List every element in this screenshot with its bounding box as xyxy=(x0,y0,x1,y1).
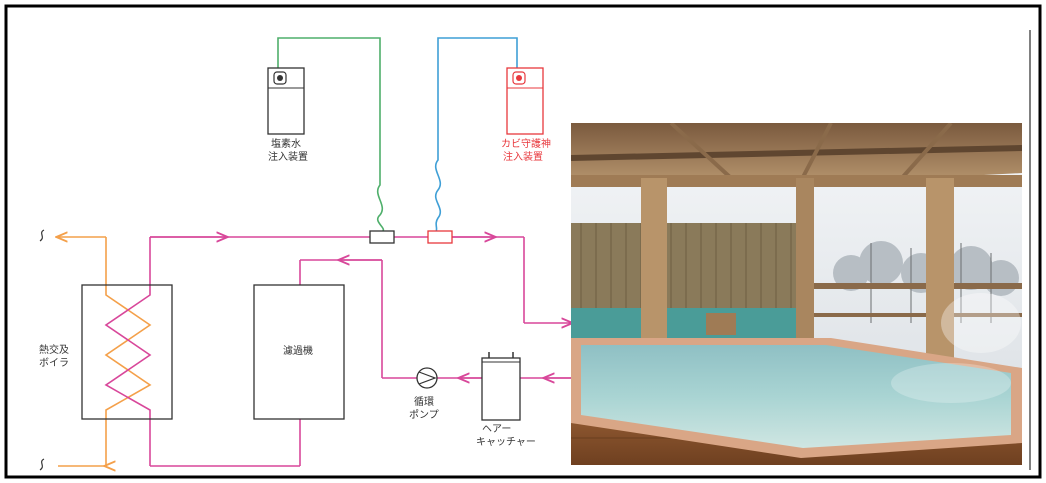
onsen-bath-photo xyxy=(571,123,1022,465)
hair-catcher-label-line1: ヘアー xyxy=(482,424,511,435)
mold-guard-injector-icon xyxy=(506,67,544,135)
chlorine-injection-point xyxy=(369,230,395,244)
chlorine-supply-line xyxy=(277,37,385,233)
break-mark-bottom xyxy=(39,458,45,471)
page-border xyxy=(4,4,1042,479)
hair-catcher-icon xyxy=(481,352,521,421)
mold-guard-label-line1: カビ守護神 xyxy=(501,137,551,150)
chlorine-label-line1: 塩素水 xyxy=(271,137,301,150)
mold-guard-label-line2: 注入装置 xyxy=(503,150,543,163)
filter-label: 濾過機 xyxy=(283,344,313,357)
filter-box xyxy=(253,284,345,420)
pump-icon xyxy=(416,367,438,389)
circulation-lines xyxy=(104,237,571,467)
chlorine-injector-icon xyxy=(267,67,305,135)
pump-label-line1: 循環 xyxy=(414,395,434,408)
heat-exchanger-label-line1: 熱交及 xyxy=(39,343,69,356)
mold-guard-supply-line xyxy=(434,37,518,233)
break-mark-top xyxy=(39,229,45,242)
heat-exchanger-box xyxy=(81,284,173,420)
heat-exchanger-label-line2: ボイラ xyxy=(39,357,69,369)
heat-medium-lines xyxy=(58,237,152,466)
mold-guard-injection-point xyxy=(427,230,453,244)
chlorine-label-line2: 注入装置 xyxy=(268,150,308,163)
hair-catcher-label-line2: キャッチャー xyxy=(476,436,536,448)
pump-label-line2: ポンプ xyxy=(409,409,439,421)
